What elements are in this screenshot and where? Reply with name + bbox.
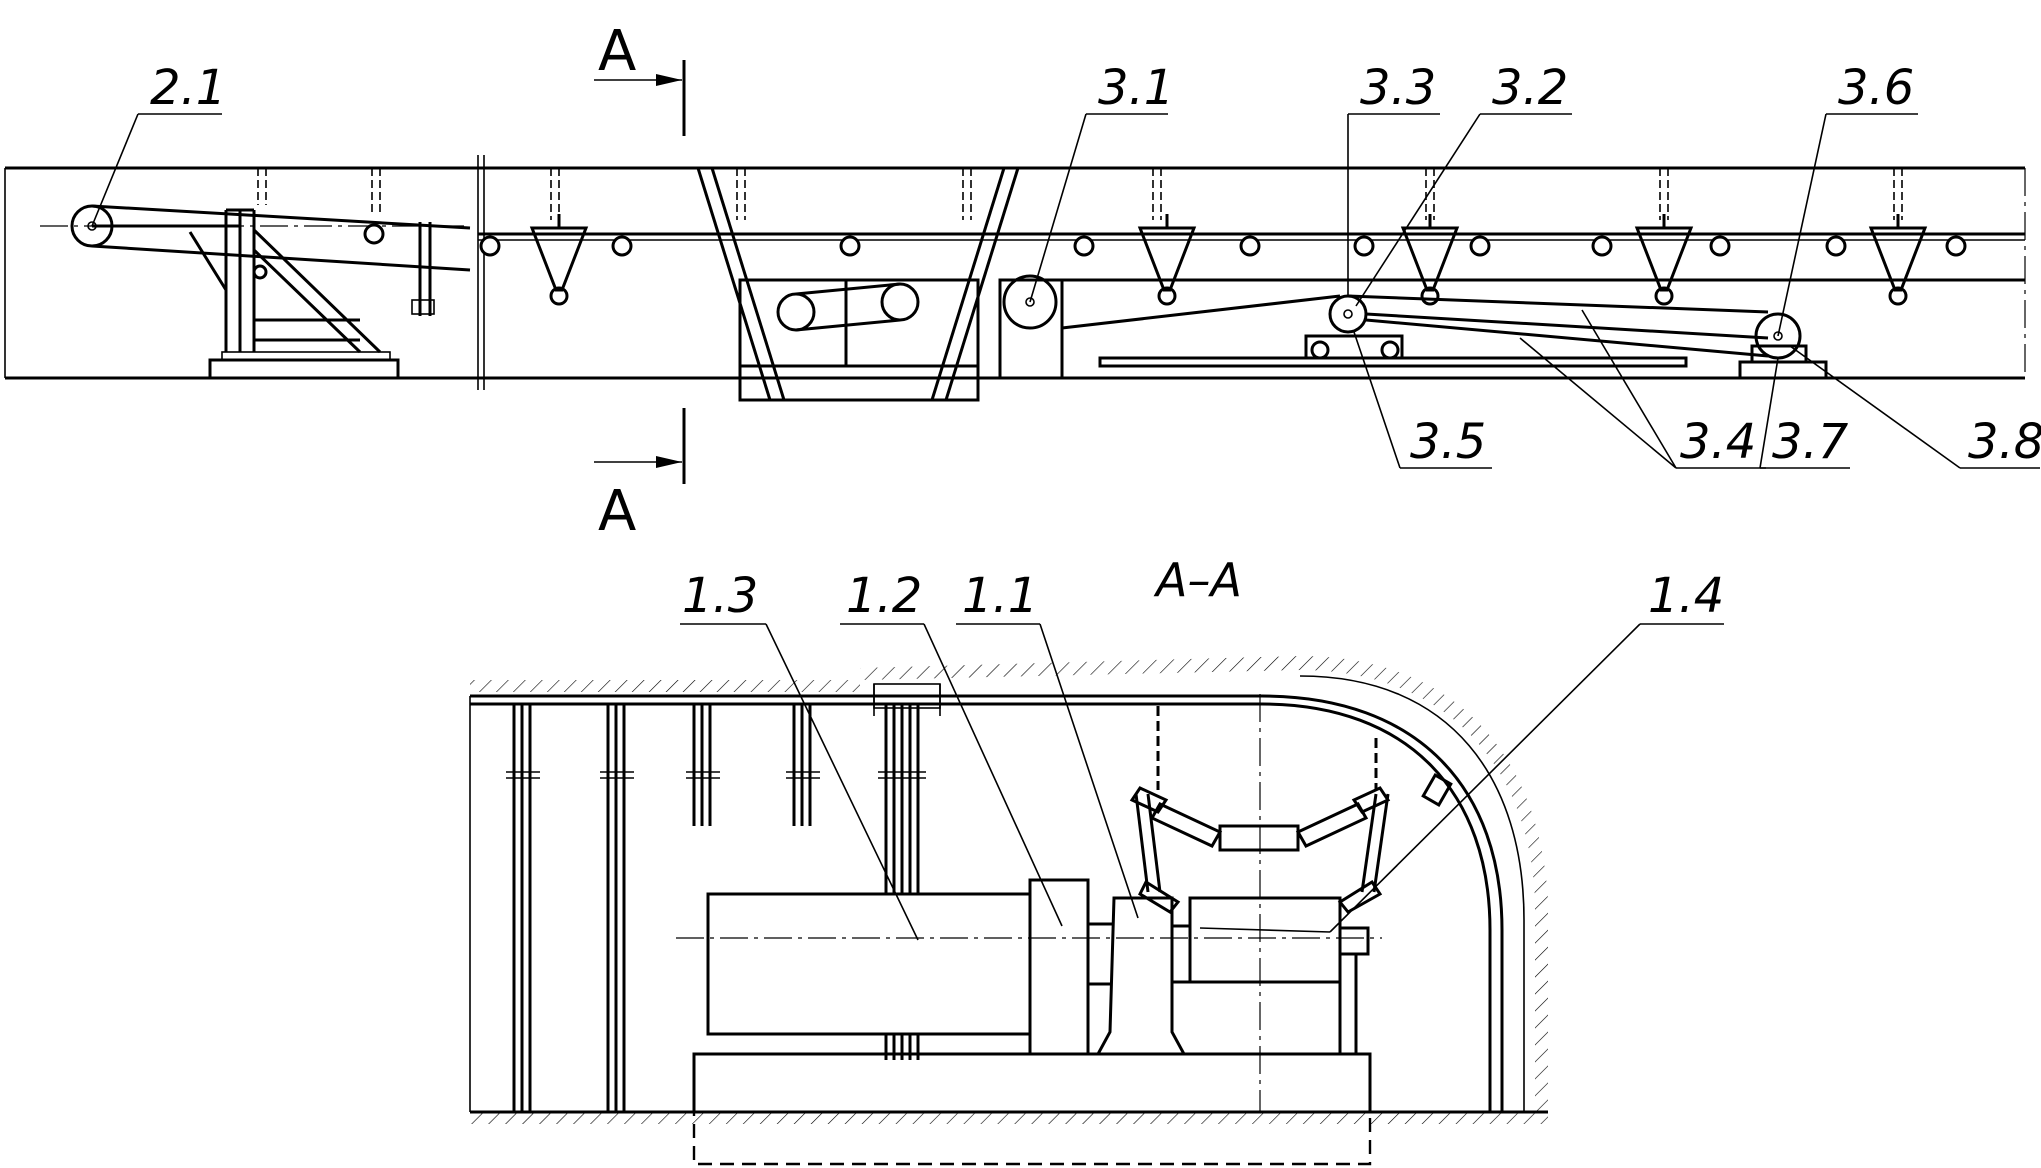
top-leaders (91, 113, 2040, 469)
section-marker-bottom: A (594, 408, 686, 544)
section-marker-top: A (594, 19, 686, 136)
carrying-idlers (363, 223, 1967, 257)
section-view-title: A–A (1153, 553, 1242, 607)
section-letter-bottom: A (598, 479, 636, 544)
side-elevation-view (4, 155, 2026, 390)
callout-3-7: 3.7 (1772, 414, 1849, 470)
drive-station (696, 167, 1341, 402)
callout-1-2: 1.2 (846, 568, 922, 624)
top-callouts: 2.1 3.1 3.3 3.2 3.6 3.5 3.4 3.7 3.8 (150, 60, 2041, 470)
callout-2-1: 2.1 (150, 60, 226, 116)
callout-3-6: 3.6 (1838, 60, 1914, 116)
section-letter-top: A (598, 19, 636, 84)
callout-3-3: 3.3 (1360, 60, 1436, 116)
callout-3-1: 3.1 (1098, 60, 1174, 116)
troughing-idler-sets (529, 214, 1928, 306)
callout-3-4: 3.4 (1680, 414, 1756, 470)
callout-3-8: 3.8 (1968, 414, 2041, 470)
section-leaders (680, 623, 1724, 941)
callout-1-1: 1.1 (962, 568, 1038, 624)
section-callouts: 1.3 1.2 1.1 1.4 (682, 568, 1724, 624)
callout-3-5: 3.5 (1410, 414, 1486, 470)
suspension-chains (257, 168, 1903, 220)
callout-1-4: 1.4 (1648, 568, 1724, 624)
section-a-a-view (469, 656, 1548, 1166)
take-up-unit (1098, 294, 1828, 380)
callout-1-3: 1.3 (682, 568, 758, 624)
callout-3-2: 3.2 (1492, 60, 1568, 116)
tail-station (70, 204, 471, 380)
